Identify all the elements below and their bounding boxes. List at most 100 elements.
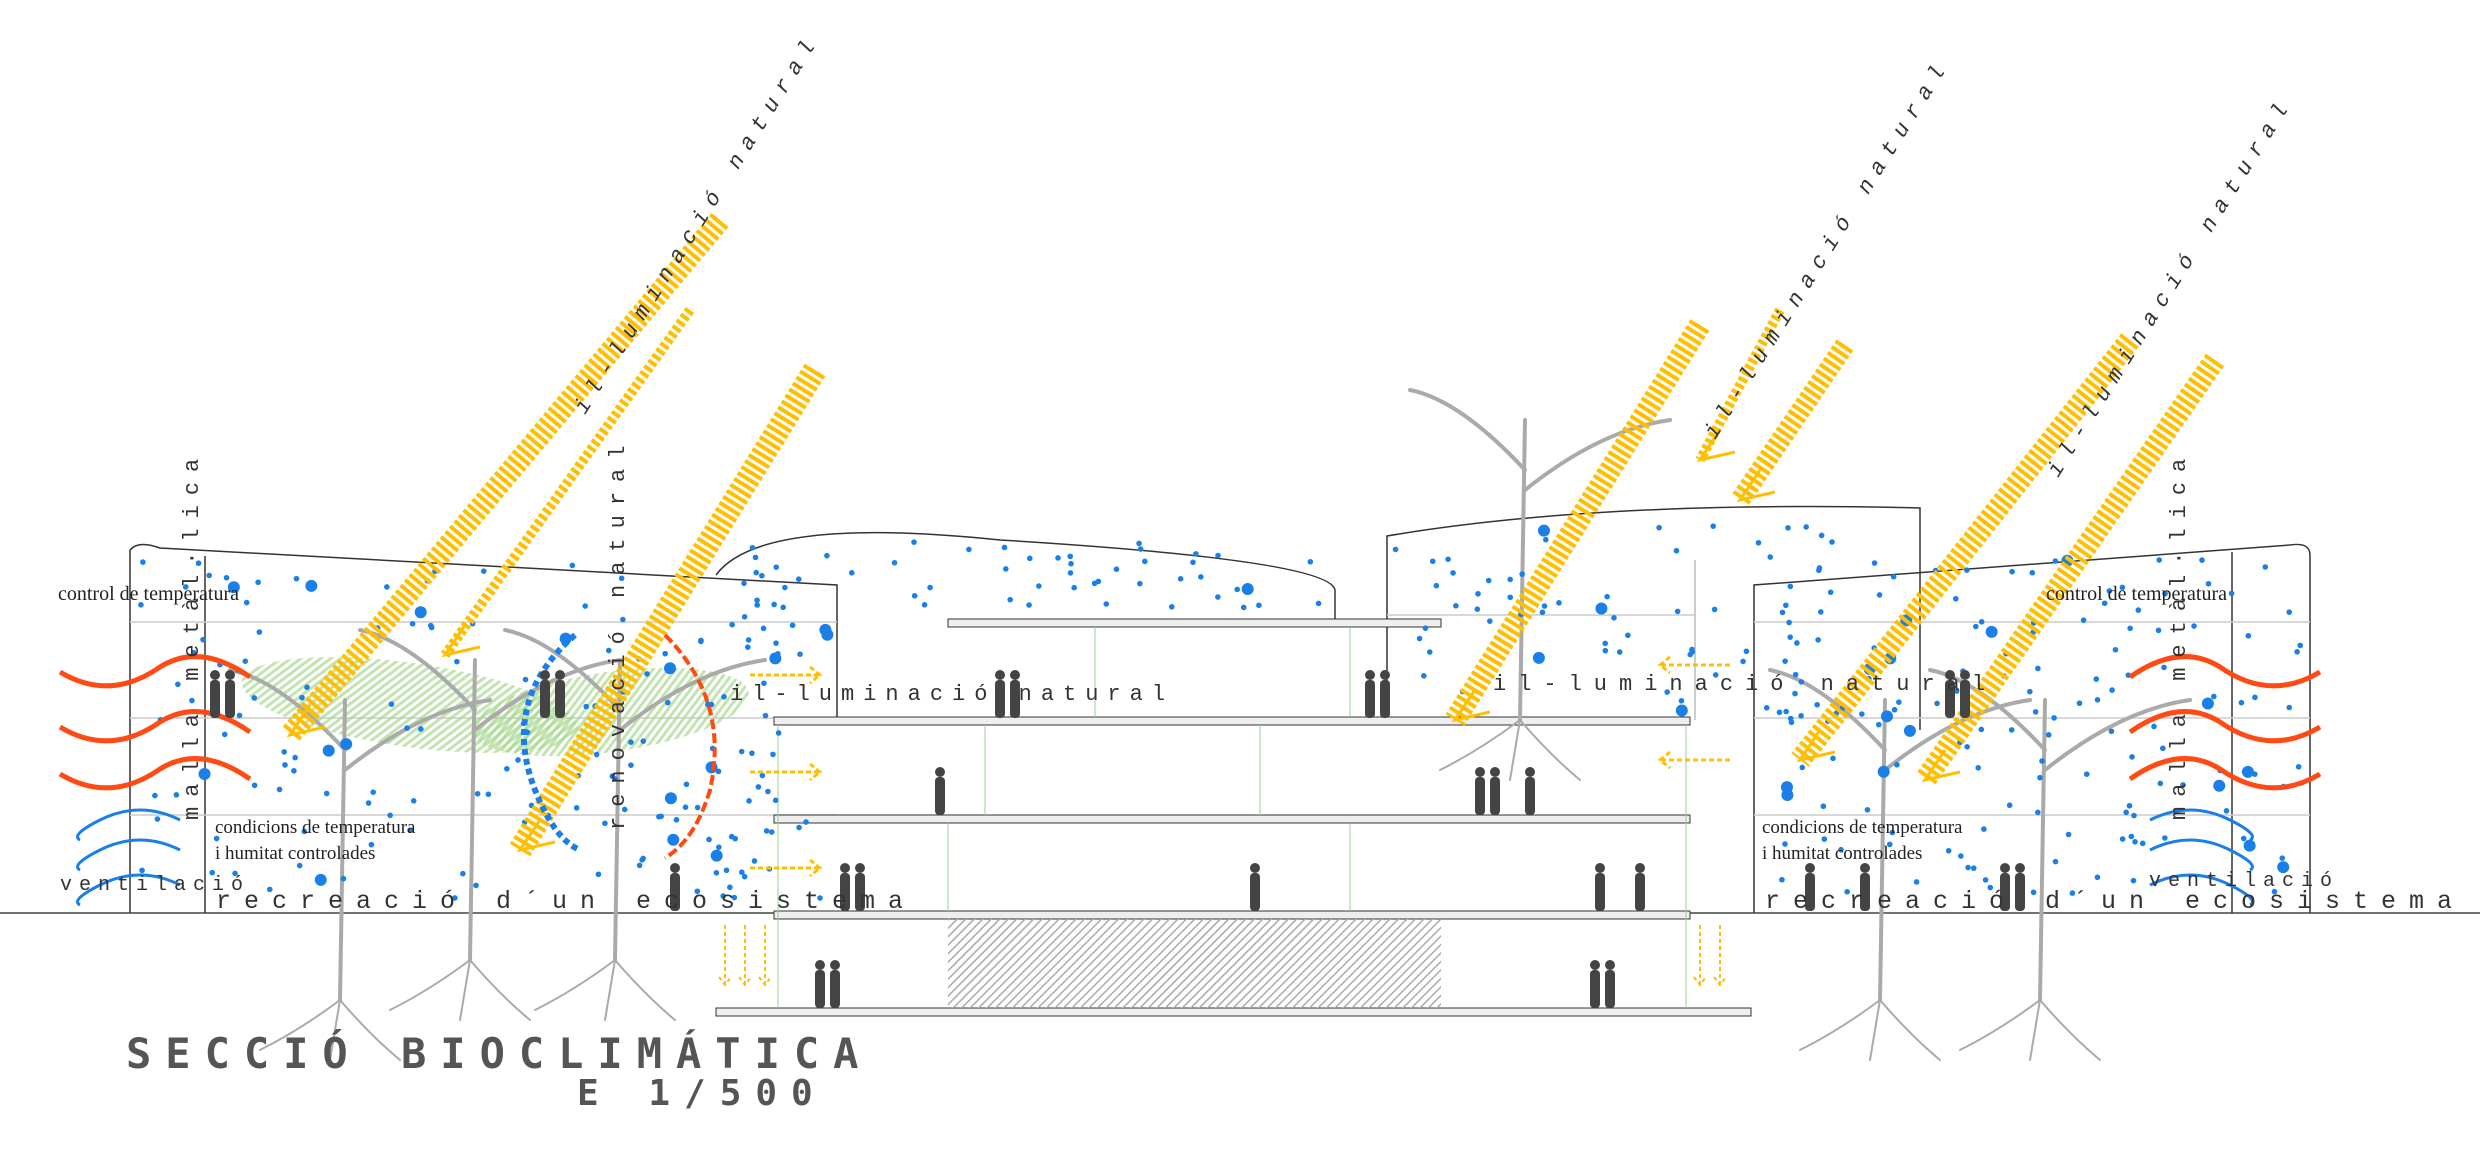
person-head — [1490, 767, 1500, 777]
person-silhouette — [540, 680, 550, 718]
humidity-dot — [1876, 592, 1883, 598]
humidity-dot — [848, 570, 855, 576]
humidity-dot — [1507, 576, 1513, 583]
person-silhouette — [855, 873, 865, 911]
air-arrow-left — [76, 838, 181, 872]
person-head — [815, 960, 825, 970]
air-arrow-left — [76, 808, 181, 842]
humidity-dot — [387, 812, 393, 819]
humidity-dot — [2286, 704, 2293, 711]
humidity-dot — [658, 813, 664, 820]
humidity-dot — [1945, 847, 1952, 854]
humidity-dot — [2093, 676, 2100, 682]
slab-basement — [715, 1007, 1752, 1017]
central-roof-shell — [715, 531, 1336, 622]
humidity-dot — [2065, 831, 2072, 838]
humidity-dot — [768, 829, 775, 835]
right-tall-volume — [1386, 505, 1921, 730]
humidity-dot — [797, 651, 803, 657]
humidity-dot — [803, 819, 809, 825]
sun-rays — [281, 212, 2225, 857]
humidity-dot — [2108, 728, 2115, 735]
humidity-dot — [1838, 846, 1844, 853]
humidity-dot — [628, 762, 634, 768]
humidity-dot — [1001, 544, 1008, 551]
humidity-dot — [723, 867, 730, 874]
humidity-dot — [2052, 558, 2059, 564]
humidity-dot — [1787, 715, 1794, 722]
humidity-dot — [236, 712, 243, 719]
humidity-dot — [891, 559, 898, 566]
humidity-dot — [305, 579, 318, 592]
humidity-dot — [2030, 889, 2037, 896]
humidity-dot — [595, 871, 602, 878]
humidity-dot — [1055, 555, 1061, 561]
humidity-dot — [1803, 524, 1809, 530]
humidity-dot — [301, 828, 308, 835]
humidity-dot — [773, 640, 779, 646]
person-head — [935, 767, 945, 777]
humidity-dot — [2297, 642, 2304, 649]
humidity-dot — [2109, 687, 2115, 693]
light-arrow-right — [1657, 750, 1730, 770]
humidity-dot — [1953, 688, 1960, 694]
humidity-dot — [2213, 779, 2226, 792]
humidity-dot — [2127, 625, 2133, 632]
person-head — [1805, 863, 1815, 873]
humidity-dot — [780, 604, 786, 611]
humidity-dot — [1820, 803, 1827, 810]
humidity-dot — [1830, 755, 1836, 762]
humidity-dot — [1003, 566, 1009, 572]
humidity-dot — [2160, 745, 2166, 752]
humidity-dot — [1256, 602, 1262, 609]
humidity-dot — [206, 572, 212, 579]
humidity-dot — [593, 751, 600, 758]
person-head — [1595, 863, 1605, 873]
humidity-dot — [2245, 632, 2252, 639]
humidity-dot — [2128, 833, 2135, 840]
humidity-dot — [796, 824, 802, 831]
ventilation-arrows — [58, 654, 2322, 907]
humidity-dot — [2129, 754, 2135, 760]
humidity-dot — [2130, 877, 2137, 884]
humidity-dot — [2032, 709, 2039, 715]
humidity-dot — [1067, 570, 1074, 576]
humidity-dot — [1711, 606, 1718, 613]
humidity-dot — [1782, 658, 1788, 664]
person-head — [1945, 670, 1955, 680]
humidity-dot — [2029, 569, 2036, 576]
humidity-dot — [323, 790, 330, 797]
person-head — [830, 960, 840, 970]
humidity-dot — [569, 562, 576, 569]
air-renovation-arc-blue — [520, 632, 582, 853]
humidity-dot — [2135, 607, 2142, 613]
person-silhouette — [1635, 873, 1645, 911]
person-head — [1475, 767, 1485, 777]
humidity-dot — [741, 614, 748, 620]
humidity-dot — [772, 797, 779, 804]
humidity-dot — [221, 731, 228, 738]
humidity-dot — [460, 870, 466, 877]
sun-ray — [1695, 307, 1785, 463]
sun-ray-arrowhead — [286, 704, 326, 738]
humidity-dot — [410, 797, 417, 804]
humidity-dot — [727, 884, 733, 891]
humidity-dot — [365, 800, 372, 806]
humidity-dot — [738, 748, 745, 755]
light-arrow-down — [738, 925, 752, 987]
humidity-dot — [1970, 865, 1977, 871]
light-arrow-left — [750, 858, 823, 878]
humidity-dot — [2151, 723, 2157, 730]
humidity-dot — [1067, 553, 1074, 560]
humidity-dot — [414, 606, 427, 619]
humidity-dot — [819, 623, 832, 636]
person-silhouette — [1960, 680, 1970, 718]
humidity-dot — [2106, 588, 2113, 594]
humidity-dot — [1036, 583, 1042, 589]
humidity-dot — [1958, 853, 1964, 859]
person-silhouette — [830, 970, 840, 1008]
humidity-dot — [454, 658, 460, 665]
humidity-dot — [1821, 836, 1828, 842]
drawing-scale: E 1/500 — [577, 1073, 827, 1114]
